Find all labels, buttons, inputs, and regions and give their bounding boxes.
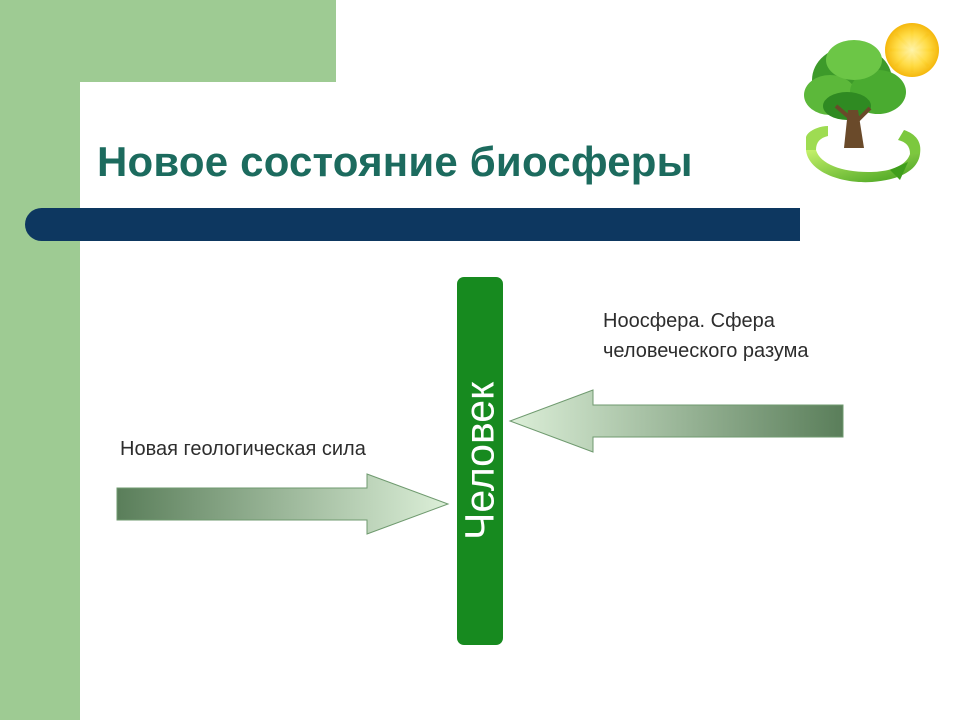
human-vertical-bar: [457, 277, 503, 645]
arrow-left-icon: [508, 389, 844, 453]
right-arrow-label: Ноосфера. Сфера человеческого разума: [603, 310, 809, 362]
content-panel: [80, 82, 960, 720]
title-underline-bar: [25, 208, 800, 241]
tree-canopy: [804, 40, 906, 120]
tree-sun-recycle-icon: [804, 23, 939, 183]
top-green-band: [0, 0, 336, 82]
left-arrow-label: Новая геологическая сила: [120, 438, 366, 460]
recycle-ring: [806, 126, 921, 183]
arrow-right-icon: [116, 473, 450, 535]
slide-title: Новое состояние биосферы: [97, 138, 693, 185]
left-green-band: [0, 0, 80, 720]
human-vertical-label: Человек: [456, 381, 503, 541]
